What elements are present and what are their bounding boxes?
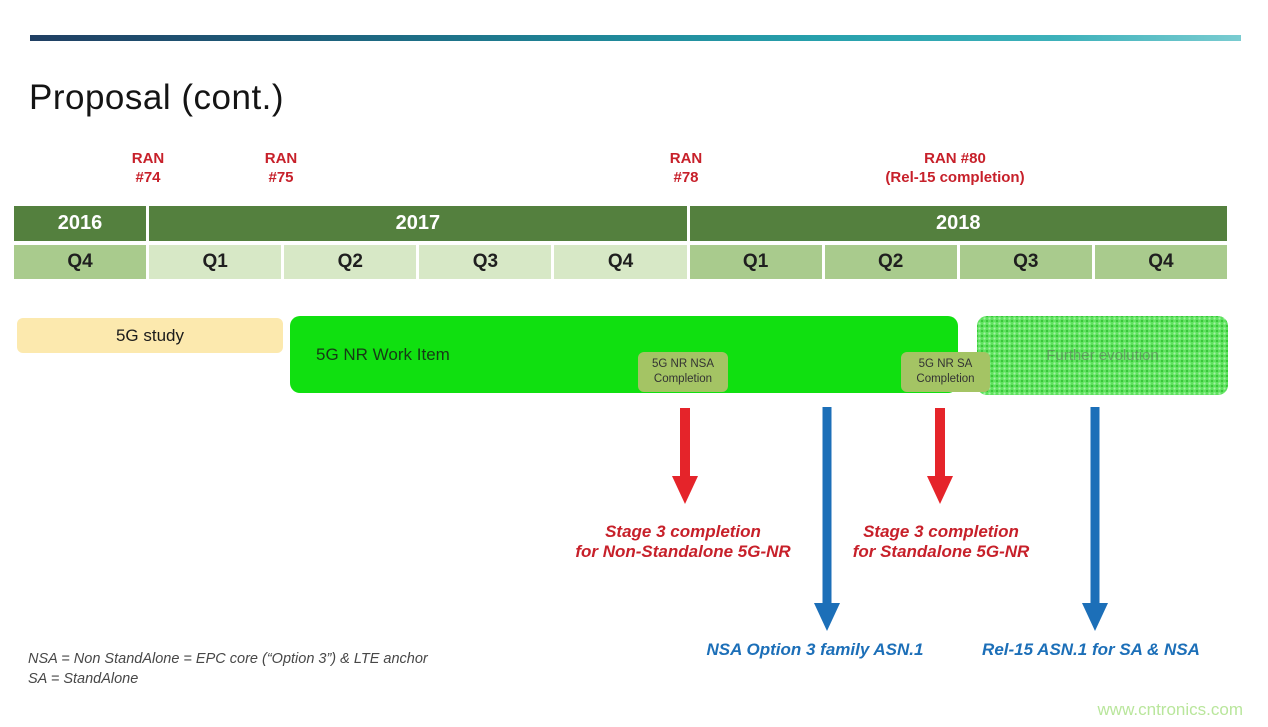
quarter-cell-2018-q1: Q1 (689, 245, 822, 279)
blue-down-arrow-nsa-asn1-icon (814, 407, 840, 631)
quarter-cell-2017-q3: Q3 (419, 245, 552, 279)
milestone-label: RAN (264, 150, 298, 167)
title-divider-bar (30, 35, 1241, 41)
nsa-completion-line: 5G NR NSA (652, 358, 714, 371)
quarter-cell-2017-q2: Q2 (284, 245, 417, 279)
blue-down-arrow-rel15-asn1-icon (1082, 407, 1108, 631)
nsa-stage3-line: Stage 3 completion (605, 522, 761, 541)
milestone-label: #75 (268, 168, 294, 186)
quarter-cell-2018-q3: Q3 (959, 245, 1092, 279)
milestone-label: RAN #80 (924, 150, 986, 167)
quarter-cell-2016-q4: Q4 (14, 245, 147, 279)
sa-stage3-note: Stage 3 completion for Standalone 5G-NR (853, 522, 1030, 561)
study-phase-bar: 5G study (17, 318, 283, 353)
milestone-label: RAN (131, 150, 165, 167)
sa-stage3-line: for Standalone 5G-NR (852, 541, 1030, 561)
further-evolution-label: Further evolution (1046, 347, 1159, 364)
quarter-cell-2017-q4: Q4 (554, 245, 687, 279)
nsa-completion-tag: 5G NR NSA Completion (638, 352, 728, 392)
page-title: Proposal (cont.) (29, 78, 285, 117)
sa-completion-line: Completion (916, 373, 975, 385)
nsa-asn1-note: NSA Option 3 family ASN.1 (706, 640, 924, 659)
site-watermark: www.cntronics.com (1097, 700, 1243, 719)
abbreviation-footnotes: NSA = Non StandAlone = EPC core (“Option… (28, 650, 428, 689)
footnote-sa: SA = StandAlone (28, 670, 139, 687)
work-item-label: 5G NR Work Item (316, 344, 450, 364)
red-down-arrow-sa-stage3-icon (927, 408, 953, 504)
milestone-label: #78 (673, 168, 699, 186)
footnote-nsa: NSA = Non StandAlone = EPC core (“Option… (28, 651, 428, 667)
sa-completion-tag: 5G NR SA Completion (901, 352, 990, 392)
quarter-cell-2017-q1: Q1 (149, 245, 282, 279)
quarter-cell-2018-q4: Q4 (1094, 245, 1227, 279)
nsa-stage3-note: Stage 3 completion for Non-Standalone 5G… (575, 522, 790, 561)
milestone-ran-75: RAN #75 (265, 150, 298, 188)
study-phase-label: 5G study (115, 325, 185, 345)
nsa-completion-line: Completion (653, 373, 713, 385)
year-cell-2016: 2016 (14, 206, 147, 241)
milestone-label: (Rel-15 completion) (885, 168, 1025, 186)
milestone-label: RAN (669, 150, 703, 167)
red-down-arrow-nsa-stage3-icon (672, 408, 698, 504)
rel15-asn1-note: Rel-15 ASN.1 for SA & NSA (982, 640, 1200, 659)
milestone-ran-74: RAN #74 (132, 150, 165, 188)
further-evolution-bar: Further evolution (977, 316, 1228, 395)
quarter-cell-2018-q2: Q2 (824, 245, 957, 279)
year-cell-2018: 2018 (689, 206, 1227, 241)
sa-stage3-line: Stage 3 completion (863, 522, 1019, 541)
sa-completion-line: 5G NR SA (918, 358, 973, 371)
milestone-ran-78: RAN #78 (670, 150, 703, 188)
year-cell-2017: 2017 (149, 206, 687, 241)
milestone-label: #74 (135, 168, 161, 186)
nsa-stage3-line: for Non-Standalone 5G-NR (575, 541, 791, 561)
milestone-ran-80: RAN #80 (Rel-15 completion) (885, 150, 1024, 188)
work-item-bar: 5G NR Work Item (290, 316, 958, 393)
timeline-table: 2016 2017 2018 Q4 Q1 Q2 Q3 Q4 Q1 Q2 Q3 Q… (14, 206, 1227, 279)
